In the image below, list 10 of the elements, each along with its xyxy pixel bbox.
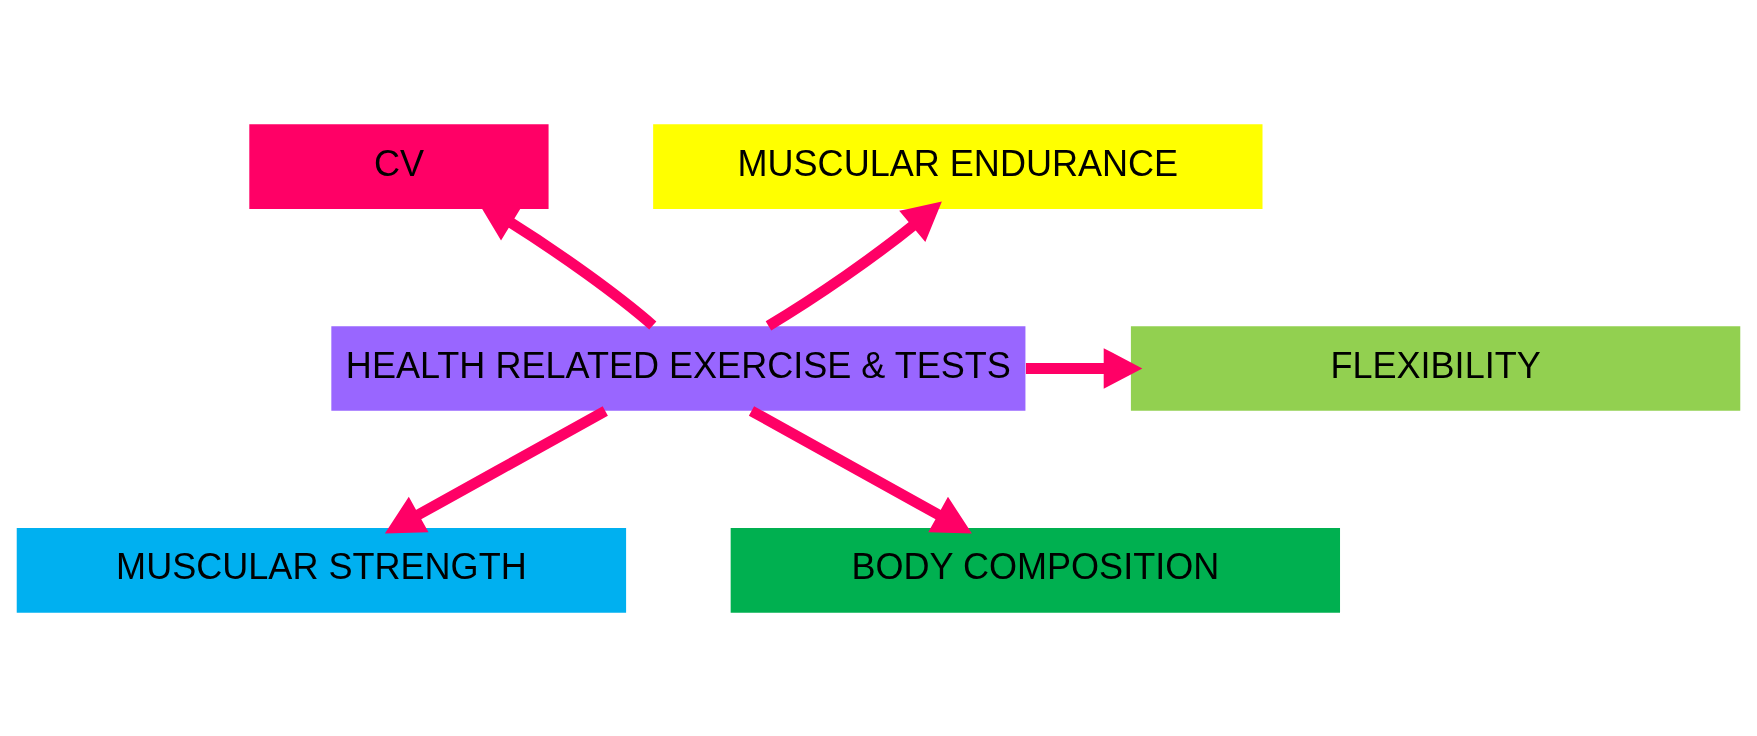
arrow [1025,347,1143,389]
arrow [748,405,972,533]
node-box: HEALTH RELATED EXERCISE & TESTS [331,325,1026,411]
node-box: BODY COMPOSITION [730,527,1341,613]
node-box: MUSCULAR ENDURANCE [653,123,1263,209]
arrow [384,405,608,533]
arrow [765,201,942,330]
node-box: MUSCULAR STRENGTH [16,527,627,613]
node-box: CV [249,123,549,209]
node-box: FLEXIBILITY [1130,325,1741,411]
